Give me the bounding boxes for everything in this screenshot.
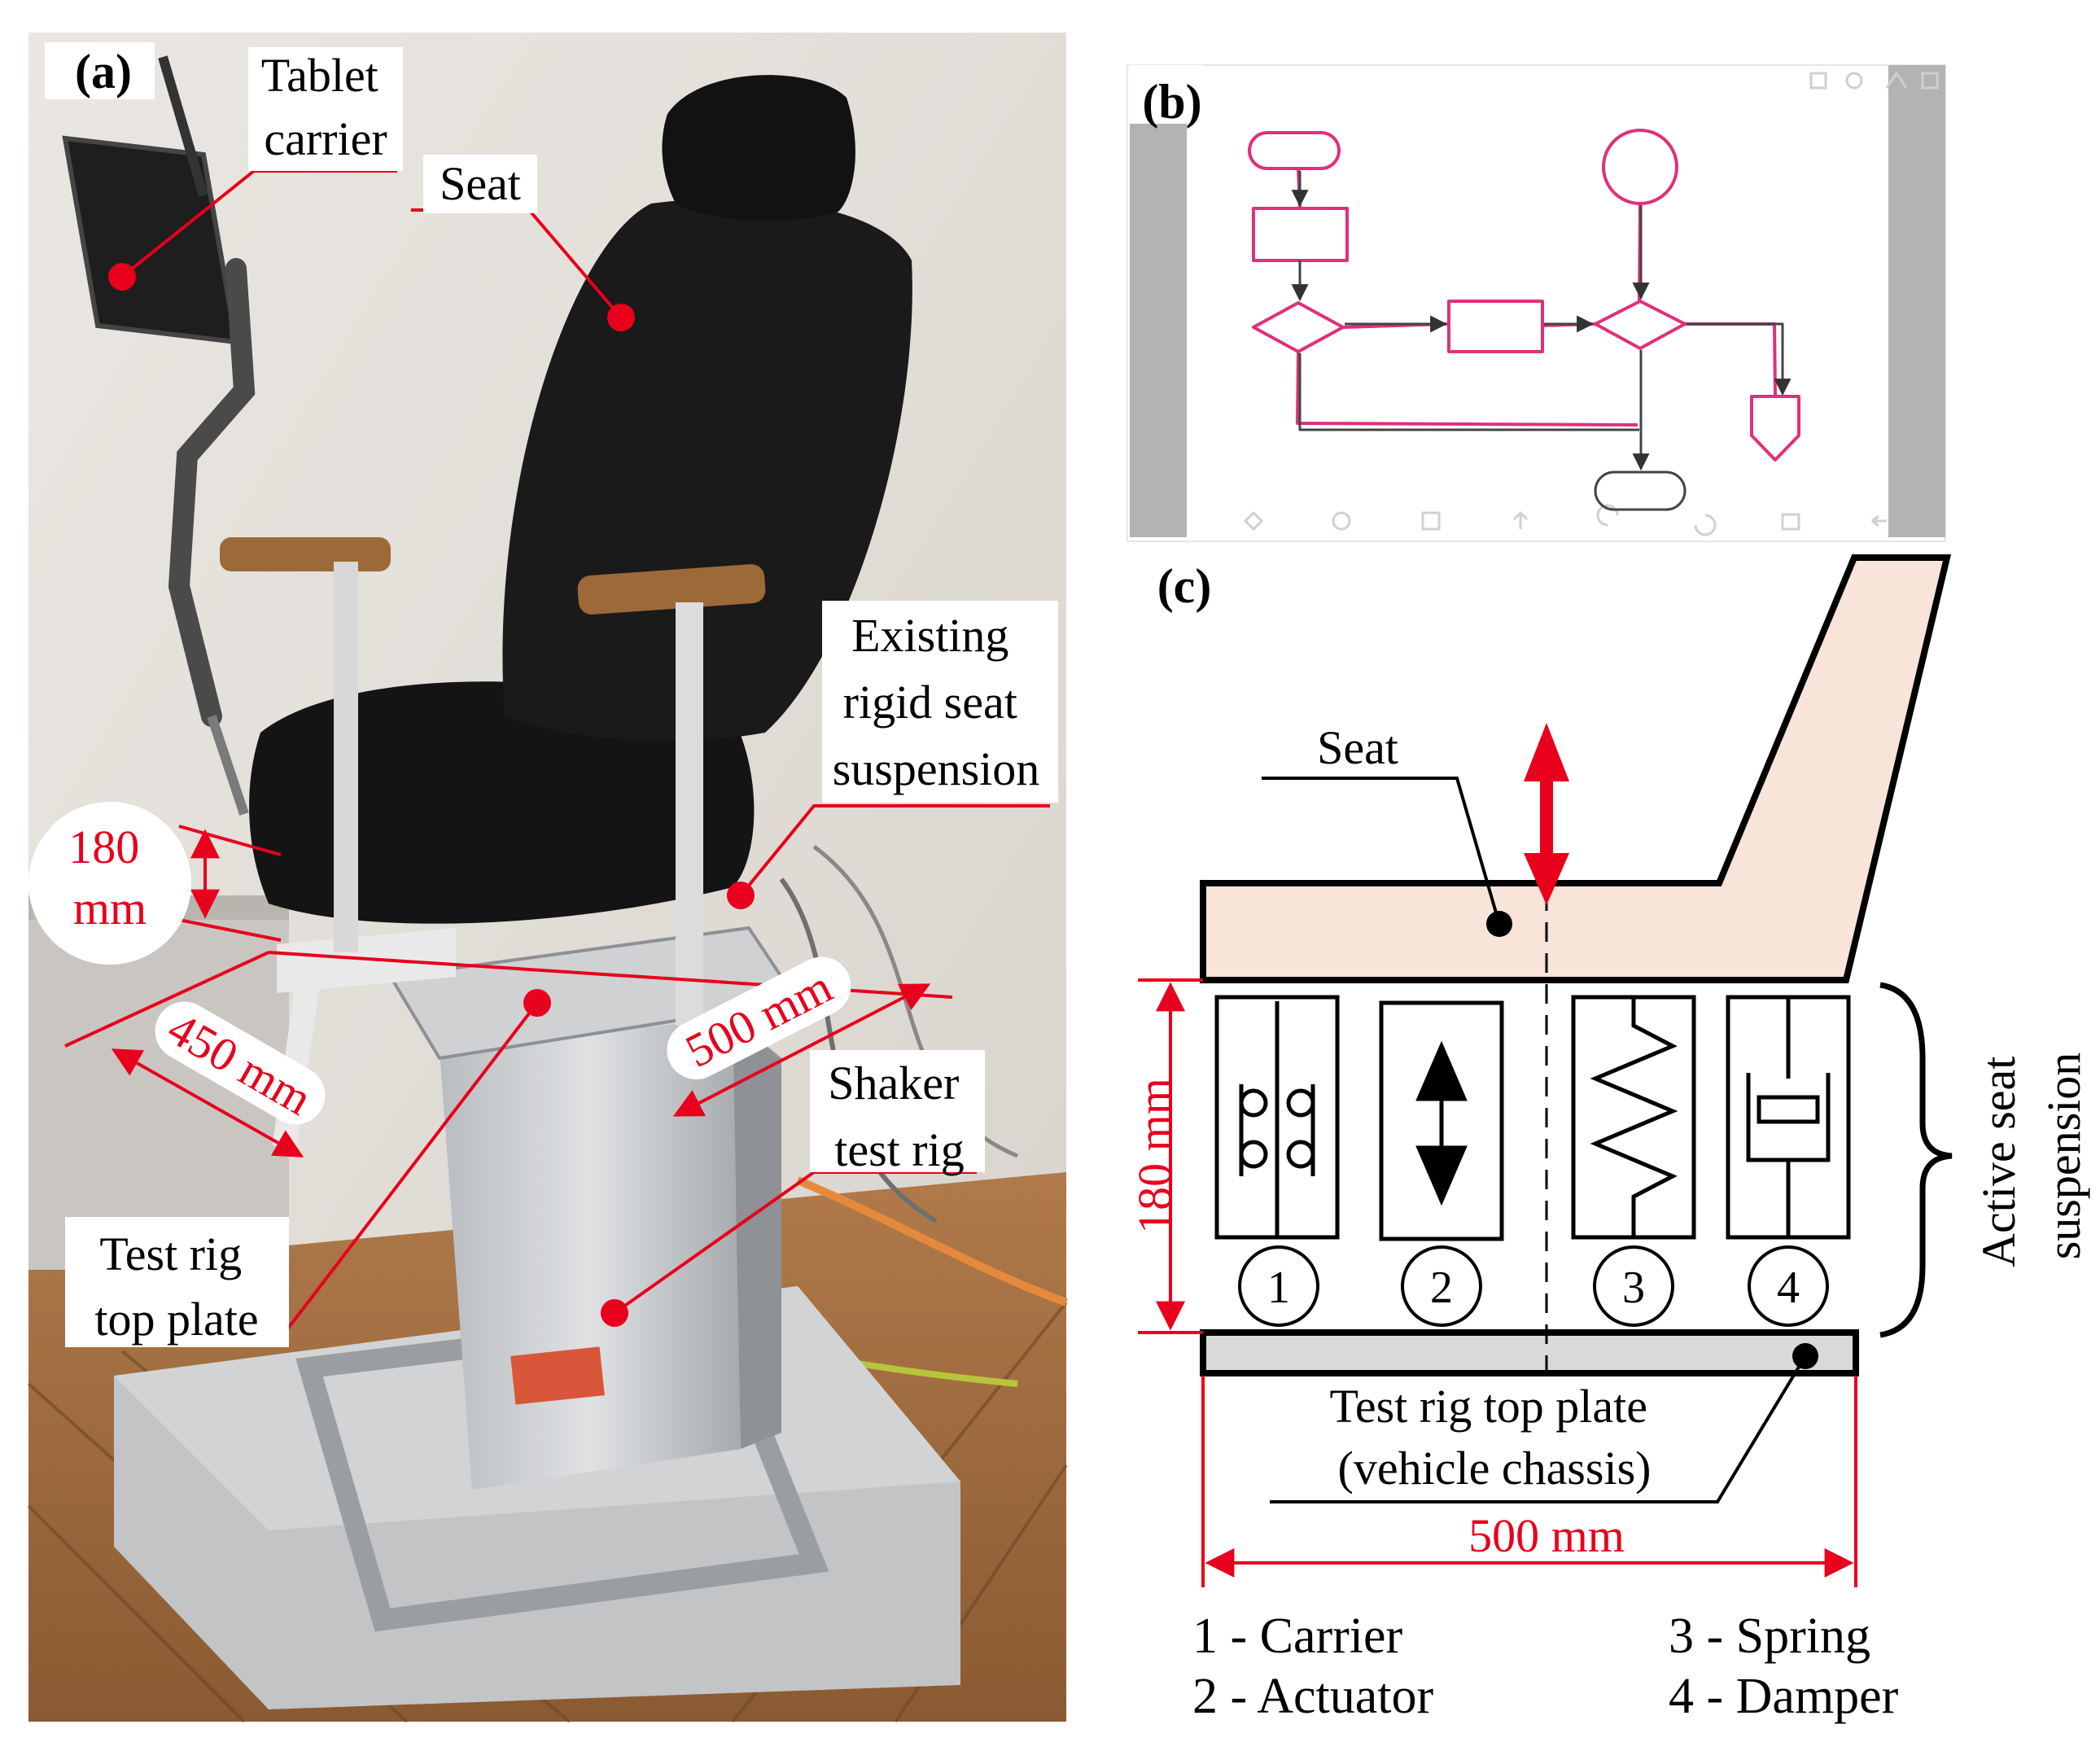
- panel-a-tag: (a): [75, 45, 132, 98]
- copy-icon: [1781, 513, 1800, 531]
- panel-c-tag: (c): [1157, 559, 1212, 613]
- dimension-180mm-c-lines: [1138, 978, 1203, 1334]
- pen-icon: [1885, 71, 1908, 89]
- legend-carrier: 1 - Carrier: [1192, 1608, 1403, 1664]
- panel-c-schematic: (c): [1128, 554, 2090, 1724]
- legend-damper: 4 - Damper: [1669, 1669, 1899, 1724]
- element-actuator: [1379, 1000, 1504, 1241]
- tablet-right-bezel: [1888, 65, 1945, 537]
- seat-leader: [1262, 777, 1501, 925]
- element-number-2: 2: [1430, 1263, 1453, 1313]
- element-carrier: [1214, 995, 1340, 1240]
- tablet-left-bezel: [1130, 122, 1187, 537]
- arrow-up-icon: [1512, 510, 1529, 529]
- element-spring: [1571, 995, 1696, 1240]
- plate-dot: [1792, 1343, 1818, 1369]
- dimension-180mm-c: 180 mm: [1128, 1078, 1181, 1234]
- flow-process-2: [1447, 300, 1544, 353]
- back-icon: [1871, 514, 1887, 527]
- suspension-brace: [1879, 982, 1953, 1338]
- tablet-toolbar-top: [1809, 71, 1939, 90]
- flow-start-terminal: [1248, 131, 1341, 170]
- flow-end-terminal: [1594, 470, 1687, 511]
- element-number-1: 1: [1267, 1263, 1290, 1313]
- redo-icon: [1694, 514, 1717, 536]
- schematic-plate-label: Test rig top plate (vehicle chassis): [1329, 1380, 1659, 1495]
- label-seat: Seat: [440, 157, 521, 210]
- panel-b-tag: (b): [1142, 75, 1201, 129]
- label-shaker-test-rig: Shaker test rig: [828, 1057, 971, 1176]
- vertical-motion-arrow: [1524, 723, 1569, 905]
- element-number-3: 3: [1622, 1263, 1645, 1313]
- rect-icon: [1421, 511, 1441, 531]
- active-suspension-label: Active seat suspension: [1972, 1044, 2090, 1267]
- label-tablet-carrier: Tablet carrier: [261, 49, 391, 165]
- legend: 1 - Carrier 2 - Actuator 3 - Spring 4 - …: [1192, 1608, 1899, 1724]
- lasso-icon: [1243, 510, 1264, 532]
- dimension-500mm-c: 500 mm: [1468, 1509, 1625, 1562]
- element-damper: [1726, 995, 1851, 1240]
- suspension-elements: [1214, 995, 1851, 1241]
- schematic-seat: [1200, 554, 1952, 983]
- panel-a-photo: (a) Tablet carrier Seat Existing rigid s…: [27, 33, 1068, 1723]
- seat-dot: [1486, 911, 1512, 937]
- circle-icon: [1332, 511, 1351, 531]
- panel-b-tablet: (b): [1127, 64, 1946, 542]
- square-icon: [1809, 72, 1827, 90]
- legend-actuator: 2 - Actuator: [1192, 1669, 1433, 1724]
- label-backgrounds: [28, 42, 1058, 1347]
- dimension-180mm-a: 180 mm: [68, 821, 151, 934]
- rotate-icon: [1845, 72, 1863, 90]
- menu-icon: [1921, 72, 1939, 90]
- flow-offpage-connector: [1750, 395, 1800, 462]
- element-number-circles: [1238, 1245, 1829, 1327]
- legend-spring: 3 - Spring: [1669, 1608, 1870, 1664]
- plate-leader: [1270, 1355, 1807, 1503]
- schematic-top-plate: [1200, 1329, 1859, 1376]
- label-test-rig-top-plate: Test rig top plate: [94, 1228, 258, 1346]
- schematic-seat-label: Seat: [1317, 721, 1398, 774]
- label-existing-suspension: Existing rigid seat suspension: [833, 609, 1040, 795]
- flowchart-sketch: [1248, 129, 1800, 511]
- element-number-4: 4: [1777, 1263, 1800, 1313]
- dimension-500mm-c-lines: [1201, 1376, 1857, 1587]
